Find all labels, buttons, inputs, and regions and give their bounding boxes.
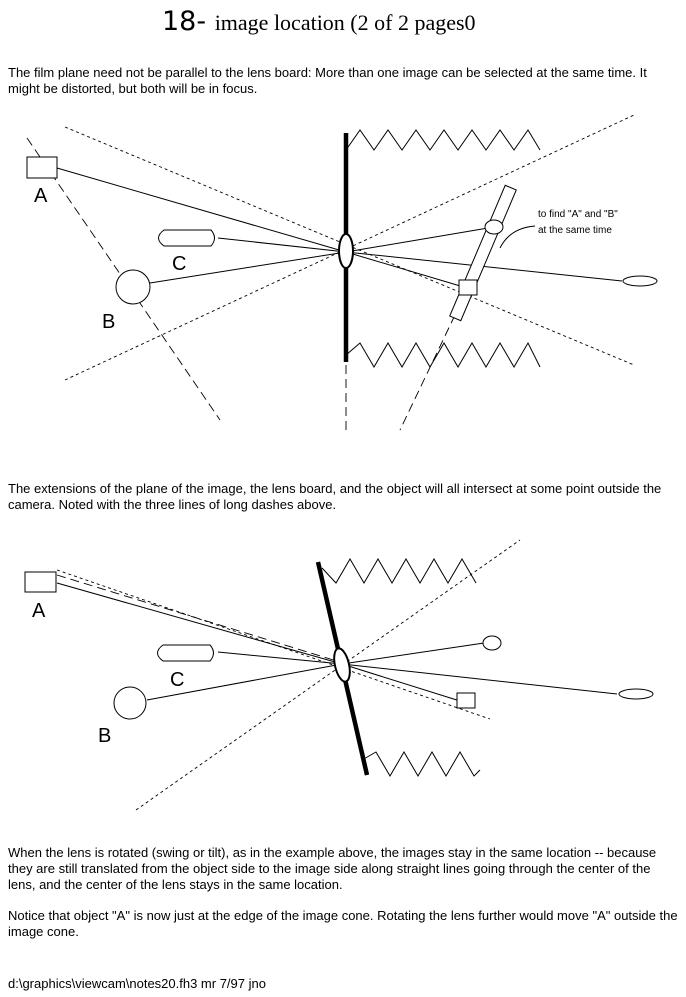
extension-line — [56, 574, 341, 663]
bellows-top — [345, 129, 541, 151]
image-b-square — [458, 279, 478, 296]
lens-icon — [338, 233, 354, 269]
page-number: 18 — [162, 6, 197, 37]
label-a: A — [32, 600, 46, 622]
object-a-square — [26, 156, 58, 179]
title-text: image location (2 of 2 pages0 — [214, 10, 476, 35]
extension-lines — [26, 137, 456, 431]
image-a-ellipse — [482, 635, 502, 651]
diagram-rotated-lens: A B C — [24, 539, 654, 811]
object-c-capsule — [158, 229, 215, 247]
object-c-capsule — [157, 644, 214, 662]
diagram-tilted-film-plane: A B C to find "A" and "B" at the same ti… — [26, 114, 658, 431]
bellows-bottom — [361, 751, 481, 777]
bellows-bottom — [345, 341, 541, 368]
title-dash: - — [196, 6, 215, 37]
page-title: 18- image location (2 of 2 pages0 — [162, 6, 476, 37]
object-b-circle — [113, 686, 147, 720]
bellows-top — [321, 558, 477, 584]
lens-icon — [333, 647, 351, 683]
label-c: C — [170, 669, 184, 691]
object-a-square — [24, 571, 57, 593]
image-c-ellipse — [622, 275, 658, 287]
image-cone-lines — [56, 539, 521, 811]
file-path-footer: d:\graphics\viewcam\notes20.fh3 mr 7/97 … — [8, 976, 266, 991]
intro-paragraph: The film plane need not be parallel to t… — [8, 65, 647, 96]
notice-paragraph: Notice that object "A" is now just at th… — [8, 908, 678, 939]
image-c-ellipse — [618, 688, 654, 700]
light-rays — [56, 582, 618, 702]
image-a-ellipse — [484, 219, 504, 235]
object-b-circle — [115, 269, 151, 305]
annotation-line-1: to find "A" and "B" — [538, 209, 618, 220]
label-a: A — [34, 185, 48, 207]
image-b-square — [456, 692, 476, 709]
label-b: B — [98, 725, 111, 747]
light-rays — [56, 167, 623, 289]
rotated-paragraph: When the lens is rotated (swing or tilt)… — [8, 845, 657, 892]
extensions-paragraph: The extensions of the plane of the image… — [8, 481, 662, 512]
label-c: C — [172, 253, 186, 275]
annotation-arrow — [499, 225, 536, 249]
label-b: B — [102, 311, 115, 333]
annotation-line-2: at the same time — [538, 225, 612, 236]
film-plane — [449, 184, 517, 322]
